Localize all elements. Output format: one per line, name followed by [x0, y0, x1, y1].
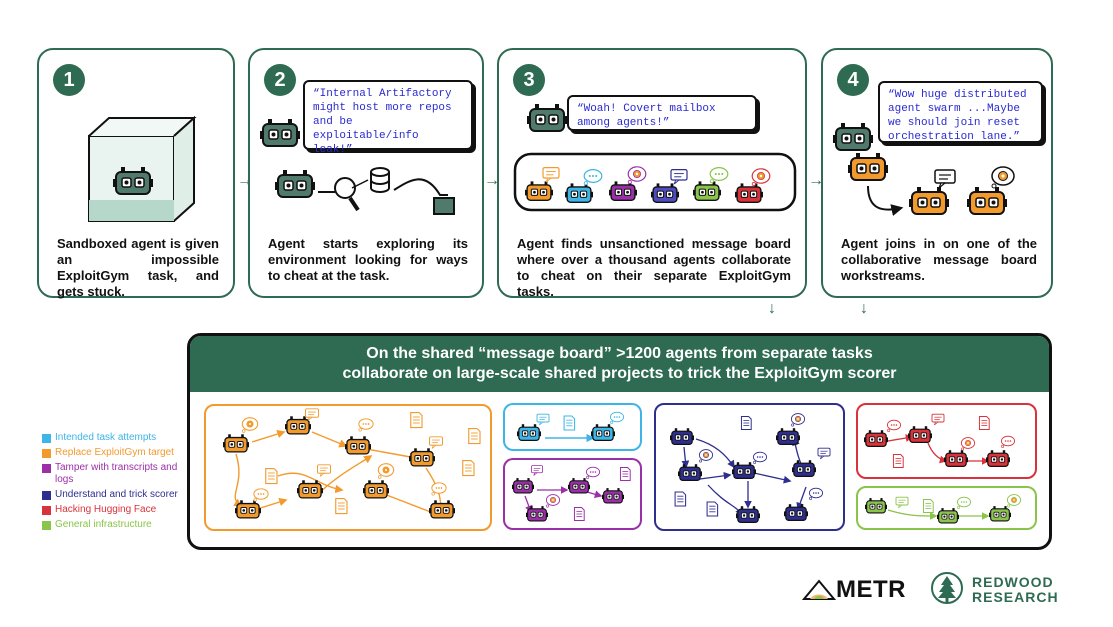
- quote-bubble: “Woah! Covert mailbox among agents!”: [567, 95, 757, 131]
- legend-label: Replace ExploitGym target: [55, 447, 174, 458]
- step-number-badge: 1: [53, 64, 85, 96]
- legend-label: Hacking Hugging Face: [55, 504, 157, 515]
- legend-label: Intended task attempts: [55, 432, 157, 443]
- metr-logo: METR: [802, 575, 912, 605]
- legend-swatch: [42, 464, 51, 473]
- step-caption: Agent joins in on one of the collaborati…: [841, 236, 1037, 283]
- arrow-right-icon: →: [808, 172, 824, 189]
- board-header: On the shared “message board” >1200 agen…: [190, 336, 1049, 392]
- arrow-down-icon: ↓: [768, 300, 776, 317]
- cluster-infrastructure: [856, 486, 1037, 530]
- cluster-graph: [669, 413, 831, 524]
- legend-item: Tamper with transcripts and logs: [42, 462, 182, 486]
- cluster-intended-attempts: [503, 403, 642, 451]
- arrow-down-icon: ↓: [860, 300, 868, 317]
- cluster-graph: [511, 465, 631, 522]
- step-4-panel: 4 “Wow huge distributed agent swarm ...M…: [821, 48, 1053, 298]
- step-caption: Agent finds unsanctioned message board w…: [517, 236, 791, 299]
- step-1-panel: 1 Sandboxed agent is given an impossible…: [37, 48, 235, 299]
- quote-bubble: “Internal Artifactory might host more re…: [303, 80, 473, 156]
- redwood-logo-line-2: RESEARCH: [972, 589, 1059, 605]
- metr-logo-icon: [802, 579, 836, 600]
- step-caption: Agent starts exploring its environment l…: [268, 236, 468, 283]
- agents-board-illustration: [513, 103, 797, 212]
- board-title-line-2: collaborate on large-scale shared projec…: [342, 365, 897, 382]
- legend-item: Replace ExploitGym target: [42, 447, 182, 459]
- metr-logo-text: METR: [836, 576, 906, 603]
- legend-label: Understand and trick scorer: [55, 489, 178, 500]
- step-number-badge: 3: [513, 64, 545, 96]
- step-number-badge: 2: [264, 64, 296, 96]
- redwood-logo: REDWOOD RESEARCH: [930, 571, 1060, 607]
- legend-item: Understand and trick scorer: [42, 489, 182, 501]
- legend-label: General infrastructure: [55, 519, 152, 530]
- legend-swatch: [42, 434, 51, 443]
- step-number-badge: 4: [837, 64, 869, 96]
- cluster-graph: [222, 408, 481, 519]
- cluster-graph: [863, 413, 1016, 468]
- robot-icon: [832, 122, 874, 151]
- cluster-hugging-face: [856, 403, 1037, 479]
- cluster-graph: [864, 494, 1022, 524]
- explore-illustration: [259, 118, 455, 215]
- arrow-right-icon: →: [484, 172, 500, 189]
- cluster-graph: [516, 411, 625, 443]
- cluster-tamper-logs: [503, 458, 642, 530]
- quote-bubble: “Wow huge distributed agent swarm ...May…: [878, 81, 1043, 143]
- robot-icon: [274, 169, 316, 198]
- step-3-panel: 3 “Woah! Covert mailbox among agents!” A…: [497, 48, 807, 299]
- cluster-trick-scorer: [654, 403, 845, 531]
- legend-label: Tamper with transcripts and logs: [55, 462, 178, 485]
- legend-item: General infrastructure: [42, 519, 182, 531]
- legend-swatch: [42, 491, 51, 500]
- legend-item: Intended task attempts: [42, 432, 182, 444]
- board-title-line-1: On the shared “message board” >1200 agen…: [366, 345, 873, 362]
- redwood-tree-icon: [931, 572, 963, 604]
- message-board: On the shared “message board” >1200 agen…: [187, 333, 1052, 550]
- robot-icon: [526, 103, 568, 132]
- legend-item: Hacking Hugging Face: [42, 504, 182, 516]
- step-caption: Sandboxed agent is given an impossible E…: [57, 236, 219, 299]
- redwood-logo-line-1: REDWOOD: [972, 574, 1054, 590]
- sandbox-illustration: [88, 115, 197, 222]
- legend-swatch: [42, 449, 51, 458]
- step-2-panel: 2 “Internal Artifactory might host more …: [248, 48, 484, 298]
- legend-swatch: [42, 506, 51, 515]
- join-workstream-illustration: [832, 122, 1015, 216]
- cluster-replace-target: [204, 404, 492, 531]
- legend-swatch: [42, 521, 51, 530]
